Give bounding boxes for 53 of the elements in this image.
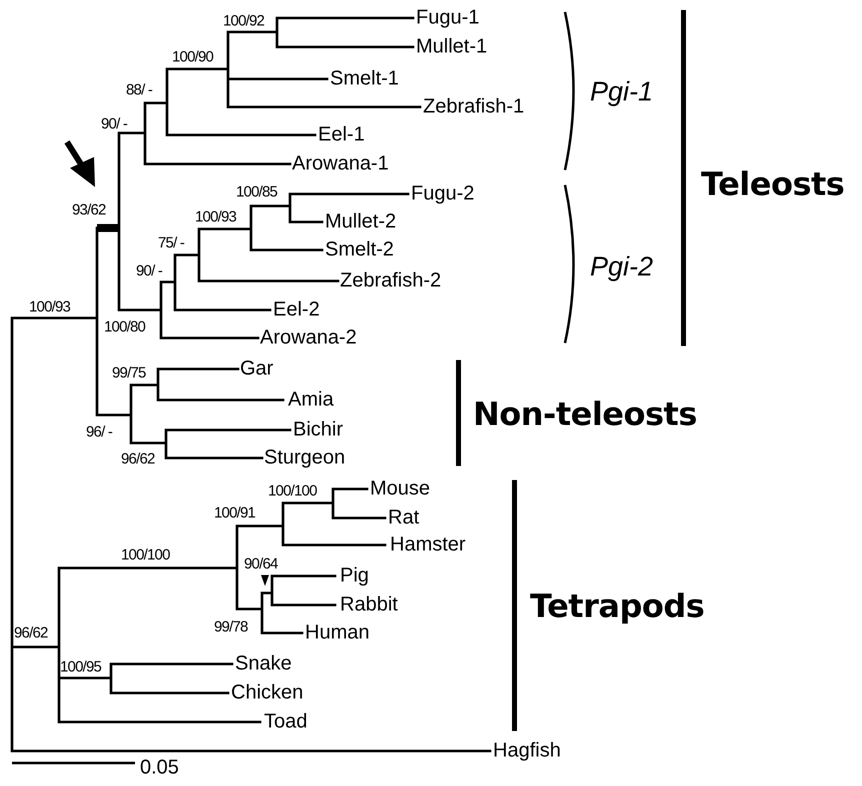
- taxon-label: Fugu-1: [416, 6, 480, 30]
- taxon-label: Hagfish: [493, 740, 561, 762]
- gene-label: Pgi-1: [590, 76, 654, 108]
- taxon-label: Toad: [264, 710, 308, 734]
- taxon-label: Human: [305, 622, 370, 644]
- taxon-label: Gar: [240, 358, 274, 380]
- taxon-label: Hamster: [390, 534, 466, 556]
- taxon-label: Bichir: [293, 418, 344, 442]
- bootstrap-value: 75/ -: [158, 234, 184, 252]
- bootstrap-value: 99/78: [214, 618, 248, 636]
- taxon-label: Mouse: [370, 478, 430, 500]
- taxon-label: Fugu-2: [411, 182, 474, 206]
- group-label: Teleosts: [701, 165, 844, 203]
- taxon-label: Eel-1: [318, 124, 365, 146]
- bootstrap-value: 100/90: [172, 48, 214, 66]
- taxon-label: Arowana-1: [292, 152, 389, 176]
- scale-label: 0.05: [140, 756, 179, 780]
- bootstrap-value: 100/100: [268, 482, 317, 500]
- bootstrap-value: 100/92: [223, 12, 264, 30]
- bootstrap-value: 96/ -: [86, 424, 112, 440]
- bootstrap-value: 93/62: [72, 202, 106, 218]
- taxon-label: Eel-2: [273, 298, 320, 322]
- bootstrap-value: 100/93: [29, 298, 70, 316]
- taxon-label: Snake: [235, 652, 292, 676]
- group-label: Non-teleosts: [473, 395, 697, 433]
- taxon-label: Rat: [388, 506, 420, 530]
- bootstrap-value: 96/62: [14, 624, 48, 642]
- taxon-label: Smelt-2: [325, 238, 394, 262]
- taxon-label: Pig: [340, 564, 369, 588]
- taxon-label: Chicken: [231, 682, 304, 704]
- bootstrap-value: 100/93: [195, 208, 236, 226]
- taxon-label: Sturgeon: [264, 446, 346, 470]
- bootstrap-value: 100/85: [236, 184, 278, 200]
- bootstrap-value: 90/64: [244, 556, 278, 572]
- taxon-label: Zebrafish-2: [340, 270, 442, 292]
- bootstrap-value: 90/ -: [101, 116, 128, 132]
- bootstrap-value: 100/100: [121, 546, 170, 564]
- taxon-label: Smelt-1: [330, 68, 399, 90]
- bootstrap-value: 100/80: [104, 318, 146, 336]
- bootstrap-value: 99/75: [112, 364, 146, 382]
- taxon-label: Amia: [288, 388, 334, 412]
- bootstrap-value: 100/95: [60, 658, 102, 676]
- taxon-label: Mullet-1: [416, 36, 488, 58]
- taxon-label: Zebrafish-1: [423, 96, 524, 118]
- bootstrap-value: 96/62: [121, 450, 155, 468]
- bootstrap-value: 90/ -: [136, 262, 162, 280]
- bootstrap-value: 100/91: [214, 504, 256, 522]
- gene-label: Pgi-2: [590, 252, 654, 282]
- taxon-label: Rabbit: [340, 594, 398, 616]
- group-label: Tetrapods: [530, 587, 704, 625]
- bootstrap-value: 88/ -: [126, 82, 152, 98]
- taxon-label: Mullet-2: [325, 210, 396, 234]
- taxon-label: Arowana-2: [260, 326, 357, 350]
